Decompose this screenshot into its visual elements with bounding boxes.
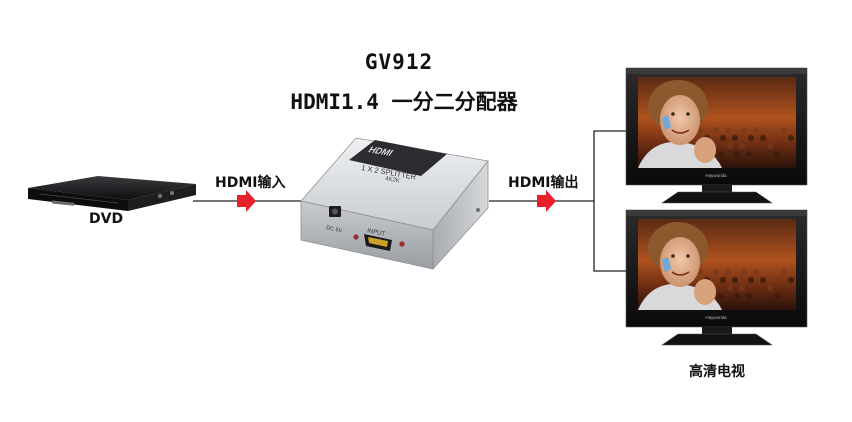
splitter-sub: 4K2K: [385, 176, 401, 184]
model-title: GV912: [364, 50, 434, 74]
hdtv-icon: Haywonda: [625, 67, 808, 204]
dvd-label: DVD: [89, 211, 124, 227]
output-branch-line: [593, 130, 626, 272]
input-link-label: HDMI输入: [215, 175, 286, 191]
led-indicator: [399, 241, 405, 247]
output-link-label: HDMI输出: [508, 175, 579, 191]
tv-brand-label: Haywonda: [705, 315, 727, 320]
tv-brand-label: Haywonda: [705, 173, 727, 178]
output-arrow-icon: [537, 190, 556, 212]
hdmi-splitter-device: [300, 137, 489, 271]
input-label: INPUT: [367, 228, 386, 238]
tv-label: 高清电视: [689, 364, 745, 380]
splitter-brand: HDMI: [367, 145, 394, 158]
dc-label: DC 5V: [326, 225, 343, 234]
led-indicator: [353, 234, 359, 240]
dvd-player-icon: [28, 176, 196, 211]
input-arrow-icon: [237, 190, 256, 212]
hdtv-icon: Haywonda: [625, 209, 808, 346]
product-subtitle: HDMI1.4 一分二分配器: [290, 90, 518, 114]
